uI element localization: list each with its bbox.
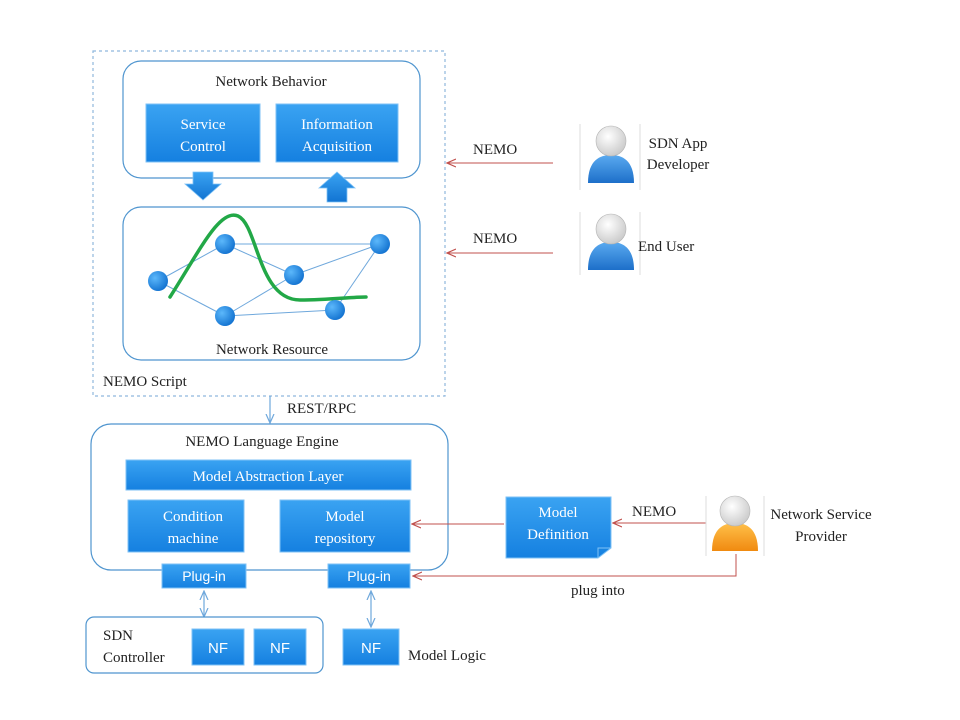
svg-text:Developer: Developer bbox=[647, 157, 709, 173]
network-behavior-panel: Network Behavior Service Control Informa… bbox=[122, 60, 421, 179]
traffic-flow-curve bbox=[168, 213, 368, 302]
nemo-label-provider: NEMO bbox=[632, 504, 676, 520]
information-acquisition-box: Information Acquisition bbox=[275, 103, 399, 163]
network-node bbox=[284, 265, 304, 285]
svg-text:Definition: Definition bbox=[527, 527, 589, 543]
up-block-arrow bbox=[317, 171, 357, 203]
svg-text:repository: repository bbox=[315, 531, 376, 547]
network-node bbox=[370, 234, 390, 254]
svg-text:SDN App: SDN App bbox=[649, 136, 708, 152]
model-logic-nf-box: NF bbox=[342, 628, 400, 666]
plug-into-label: plug into bbox=[571, 583, 625, 599]
svg-text:Model: Model bbox=[538, 505, 577, 521]
user-blue-icon bbox=[588, 125, 634, 183]
network-nodes bbox=[148, 234, 390, 326]
svg-text:NF: NF bbox=[270, 640, 290, 657]
nemo-language-engine-panel: NEMO Language Engine Model Abstraction L… bbox=[90, 423, 449, 571]
network-service-provider-actor: Network Service Provider bbox=[705, 495, 872, 556]
model-abstraction-layer-box: Model Abstraction Layer bbox=[125, 459, 412, 491]
nemo-script-container bbox=[92, 50, 446, 397]
network-node bbox=[215, 306, 235, 326]
nf-box: NF bbox=[253, 628, 307, 666]
plugin-left-box: Plug-in bbox=[161, 563, 247, 589]
service-control-box: Service Control bbox=[145, 103, 261, 163]
engine-title: NEMO Language Engine bbox=[185, 434, 339, 450]
nf-box: NF bbox=[191, 628, 245, 666]
network-resource-panel: Network Resource bbox=[122, 206, 421, 361]
svg-text:machine: machine bbox=[168, 531, 219, 547]
svg-text:Network Service: Network Service bbox=[770, 507, 872, 523]
model-logic-label: Model Logic bbox=[408, 648, 486, 664]
nemo-script-label: NEMO Script bbox=[103, 374, 188, 390]
svg-text:Provider: Provider bbox=[795, 529, 847, 545]
plugin-right-box: Plug-in bbox=[327, 563, 411, 589]
sdn-app-developer-actor: SDN App Developer bbox=[579, 124, 709, 190]
model-repository-box: Model repository bbox=[279, 499, 411, 553]
user-orange-icon bbox=[712, 495, 758, 551]
end-user-actor: End User bbox=[579, 212, 694, 275]
svg-text:Acquisition: Acquisition bbox=[302, 139, 372, 155]
svg-text:Condition: Condition bbox=[163, 509, 224, 525]
down-block-arrow bbox=[183, 171, 223, 201]
condition-machine-box: Condition machine bbox=[127, 499, 245, 553]
svg-text:Model: Model bbox=[325, 509, 364, 525]
sdn-controller-label: SDN bbox=[103, 628, 133, 644]
plug-into-arrow bbox=[414, 554, 737, 576]
svg-text:NF: NF bbox=[361, 640, 381, 657]
network-node bbox=[325, 300, 345, 320]
user-blue-icon bbox=[588, 213, 634, 270]
sdn-controller-panel: SDN Controller NF NF bbox=[85, 616, 324, 674]
nemo-label-developer: NEMO bbox=[473, 142, 517, 158]
network-node bbox=[148, 271, 168, 291]
network-resource-title: Network Resource bbox=[216, 342, 328, 358]
svg-text:Plug-in: Plug-in bbox=[347, 568, 391, 584]
svg-text:End User: End User bbox=[638, 239, 694, 255]
model-definition-box: Model Definition bbox=[505, 496, 612, 559]
network-behavior-title: Network Behavior bbox=[215, 74, 326, 90]
svg-text:Control: Control bbox=[180, 139, 226, 155]
svg-text:Information: Information bbox=[301, 117, 373, 133]
svg-text:Service: Service bbox=[181, 117, 226, 133]
network-node bbox=[215, 234, 235, 254]
svg-text:Plug-in: Plug-in bbox=[182, 568, 226, 584]
svg-text:Model Abstraction Layer: Model Abstraction Layer bbox=[193, 469, 344, 485]
nemo-label-end-user: NEMO bbox=[473, 231, 517, 247]
rest-rpc-label: REST/RPC bbox=[287, 401, 356, 417]
svg-text:Controller: Controller bbox=[103, 650, 165, 666]
svg-text:NF: NF bbox=[208, 640, 228, 657]
